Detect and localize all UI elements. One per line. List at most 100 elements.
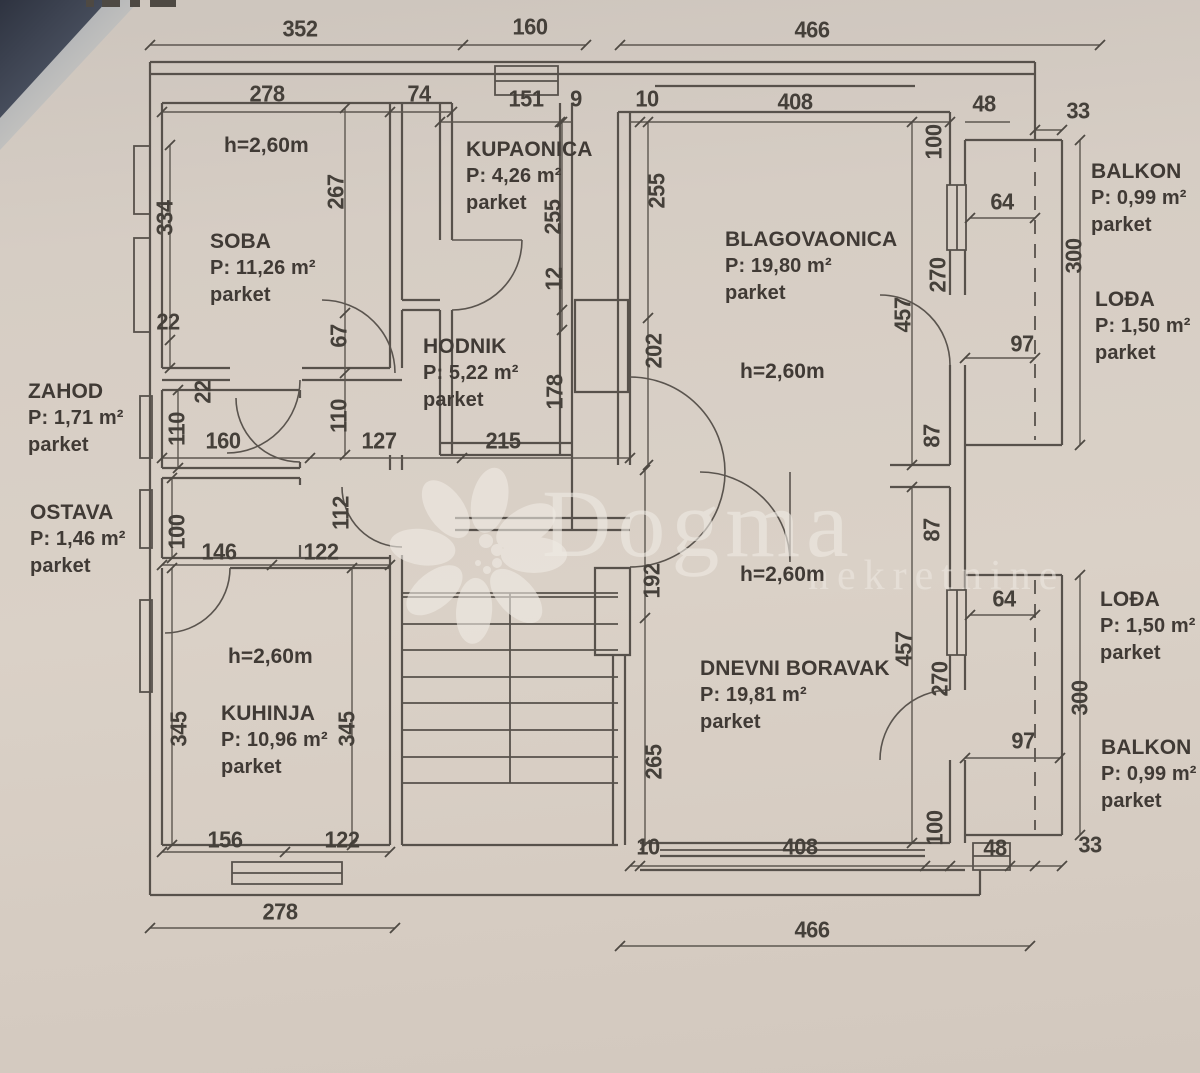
walls (148, 60, 1064, 897)
dimension-label: 100 (163, 514, 190, 550)
dimension-label: 48 (972, 90, 996, 117)
dimension-label: 122 (324, 826, 360, 853)
dimension-label: 33 (1066, 97, 1090, 124)
dimension-label: 300 (1060, 238, 1087, 274)
room-name: LOĐA (1095, 288, 1155, 311)
dimension-label: 457 (890, 631, 917, 667)
room-area: P: 19,80 m² (725, 255, 832, 277)
room-label: KUPAONICA P: 4,26 m² parket (466, 136, 593, 217)
room-area: P: 1,71 m² (28, 407, 124, 429)
room-label: BLAGOVAONICA P: 19,80 m² parket (725, 226, 897, 307)
room-floor: parket (423, 389, 484, 411)
room-floor: parket (221, 756, 282, 778)
dimension-label: 278 (262, 898, 298, 925)
dimension-label: 33 (1078, 831, 1102, 858)
room-label: KUHINJA P: 10,96 m² parket (221, 700, 328, 781)
dimension-label: 100 (921, 810, 948, 846)
room-name: HODNIK (423, 335, 507, 358)
dimension-label: 270 (926, 661, 953, 697)
dimension-label: 156 (207, 826, 243, 853)
room-label: HODNIK P: 5,22 m² parket (423, 333, 518, 414)
room-floor: parket (700, 711, 761, 733)
watermark-logo (389, 467, 567, 644)
room-label: OSTAVA P: 1,46 m² parket (30, 499, 125, 580)
dimension-label: 97 (1010, 330, 1034, 357)
dimension-label: 466 (794, 16, 830, 43)
room-name: KUHINJA (221, 702, 316, 725)
dimension-label: 110 (325, 399, 352, 433)
room-area: P: 11,26 m² (210, 257, 316, 279)
room-area: P: 0,99 m² (1101, 763, 1197, 785)
dimension-label: 334 (151, 200, 178, 236)
room-name: SOBA (210, 230, 272, 253)
room-floor: parket (30, 555, 91, 577)
room-floor: parket (1101, 790, 1162, 812)
room-floor: parket (28, 434, 89, 456)
room-name: DNEVNI BORAVAK (700, 657, 890, 680)
dimension-label: 110 (163, 412, 190, 446)
room-area: P: 0,99 m² (1091, 187, 1187, 209)
room-floor: parket (725, 282, 786, 304)
room-name: BALKON (1091, 160, 1182, 183)
dimension-label: 87 (918, 518, 945, 542)
dimension-label: 267 (322, 174, 349, 210)
dimension-ticks (144, 39, 1106, 952)
ceiling-height-label: h=2,60m (740, 563, 825, 586)
room-area: P: 1,50 m² (1100, 615, 1196, 637)
dimension-label: 64 (990, 188, 1014, 215)
room-area: P: 4,26 m² (466, 165, 562, 187)
room-name: OSTAVA (30, 501, 114, 524)
room-area: P: 10,96 m² (221, 729, 328, 751)
dimension-label: 22 (156, 308, 180, 335)
dimension-label: 265 (640, 744, 667, 780)
dimension-label: 74 (407, 80, 431, 107)
dimension-label: 192 (638, 563, 665, 599)
dimension-label: 151 (508, 85, 544, 112)
dimension-label: 202 (640, 333, 667, 369)
dimension-label: 255 (643, 173, 670, 209)
room-name: ZAHOD (28, 380, 104, 403)
dimension-label: 255 (539, 199, 566, 235)
dimension-label: 146 (201, 538, 237, 565)
cut-off-text-fragment (86, 0, 266, 8)
room-floor: parket (1100, 642, 1161, 664)
dimension-label: 160 (512, 13, 548, 40)
dimension-label: 345 (165, 711, 192, 747)
dimension-label: 300 (1066, 680, 1093, 716)
room-area: P: 19,81 m² (700, 684, 807, 706)
room-floor: parket (1091, 214, 1152, 236)
ceiling-height-label: h=2,60m (224, 134, 309, 157)
dimension-label: 122 (303, 538, 339, 565)
dimension-label: 67 (325, 324, 352, 348)
dimension-label: 48 (983, 834, 1007, 861)
dimension-label: 352 (282, 15, 318, 42)
dimension-label: 178 (541, 374, 568, 410)
room-area: P: 1,50 m² (1095, 315, 1191, 337)
room-name: BALKON (1101, 736, 1192, 759)
room-floor: parket (466, 192, 527, 214)
dimension-label: 10 (636, 833, 660, 860)
room-label: DNEVNI BORAVAK P: 19,81 m² parket (700, 655, 890, 736)
dimension-label: 112 (327, 496, 354, 530)
room-label: BALKON P: 0,99 m² parket (1101, 734, 1196, 815)
dimension-label: 127 (361, 427, 397, 454)
room-label: BALKON P: 0,99 m² parket (1091, 158, 1186, 239)
dimension-label: 12 (540, 267, 567, 291)
dimension-label: 466 (794, 916, 830, 943)
ceiling-height-label: h=2,60m (228, 645, 313, 668)
ceiling-height-label: h=2,60m (740, 360, 825, 383)
dimension-label: 9 (570, 85, 582, 112)
room-area: P: 5,22 m² (423, 362, 519, 384)
dimension-label: 457 (889, 297, 916, 333)
room-name: KUPAONICA (466, 138, 593, 161)
staircase (402, 592, 618, 784)
room-area: P: 1,46 m² (30, 528, 126, 550)
windows (133, 65, 1011, 885)
dimension-label: 408 (782, 833, 818, 860)
door-arcs (164, 239, 951, 761)
room-name: BLAGOVAONICA (725, 228, 898, 251)
dimension-label: 100 (920, 124, 947, 160)
